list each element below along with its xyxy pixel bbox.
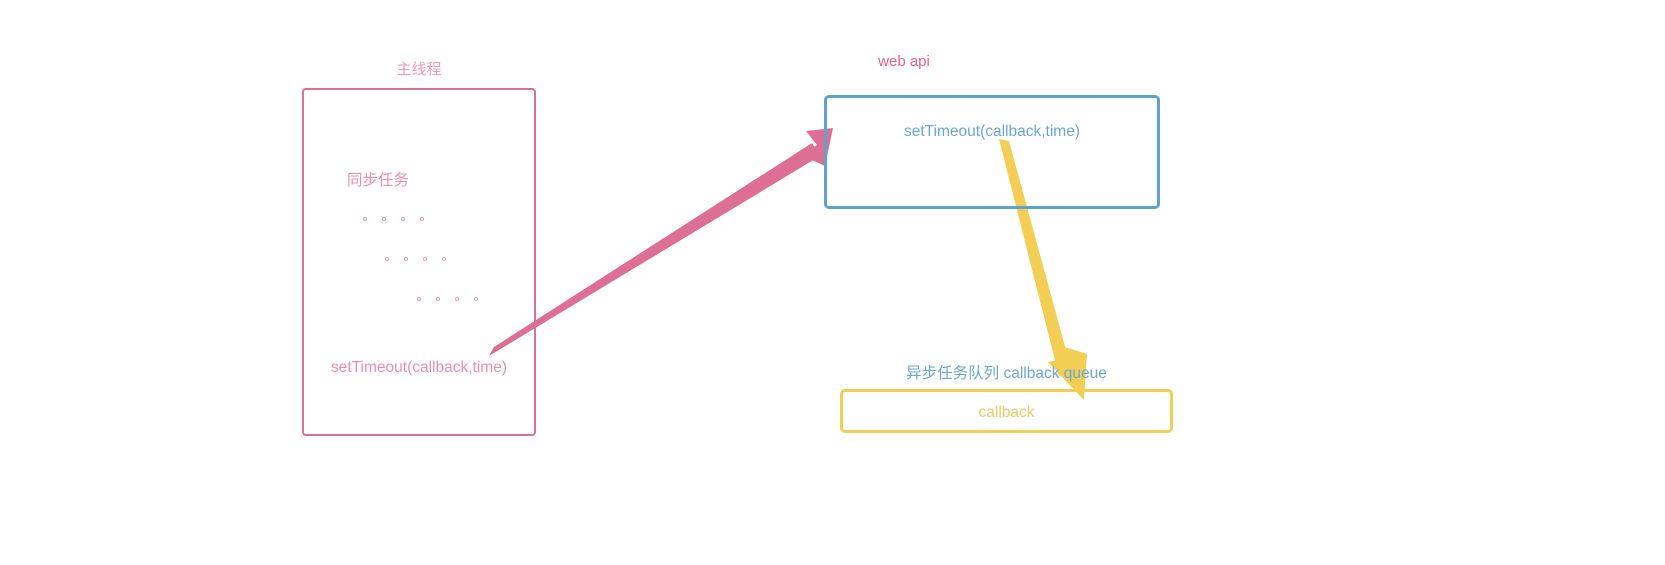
callback-queue-box [840, 389, 1173, 433]
ellipsis-dot [474, 297, 478, 301]
ellipsis-dot [442, 257, 446, 261]
ellipsis-dot [455, 297, 459, 301]
ellipsis-dot [382, 217, 386, 221]
ellipsis-dot [363, 217, 367, 221]
ellipsis-dot [420, 217, 424, 221]
main-thread-title: 主线程 [396, 61, 442, 78]
arrow-main-thread-to-web-api [489, 128, 833, 356]
web-api-title: web api [878, 53, 930, 70]
callback-queue-item-label: callback [978, 404, 1035, 421]
ellipsis-row-1 [363, 217, 424, 221]
ellipsis-dot [436, 297, 440, 301]
ellipsis-row-3 [417, 297, 478, 301]
ellipsis-dot [404, 257, 408, 261]
ellipsis-dot [417, 297, 421, 301]
main-thread-box [302, 88, 536, 436]
ellipsis-dot [423, 257, 427, 261]
ellipsis-dot [385, 257, 389, 261]
web-api-box [824, 95, 1160, 209]
web-api-settimeout-label: setTimeout(callback,time) [903, 123, 1080, 140]
ellipsis-row-2 [385, 257, 446, 261]
main-thread-settimeout-label: setTimeout(callback,time) [330, 359, 507, 376]
callback-queue-title: 异步任务队列 callback queue [906, 365, 1107, 382]
ellipsis-dot [401, 217, 405, 221]
sync-task-label: 同步任务 [346, 172, 409, 189]
